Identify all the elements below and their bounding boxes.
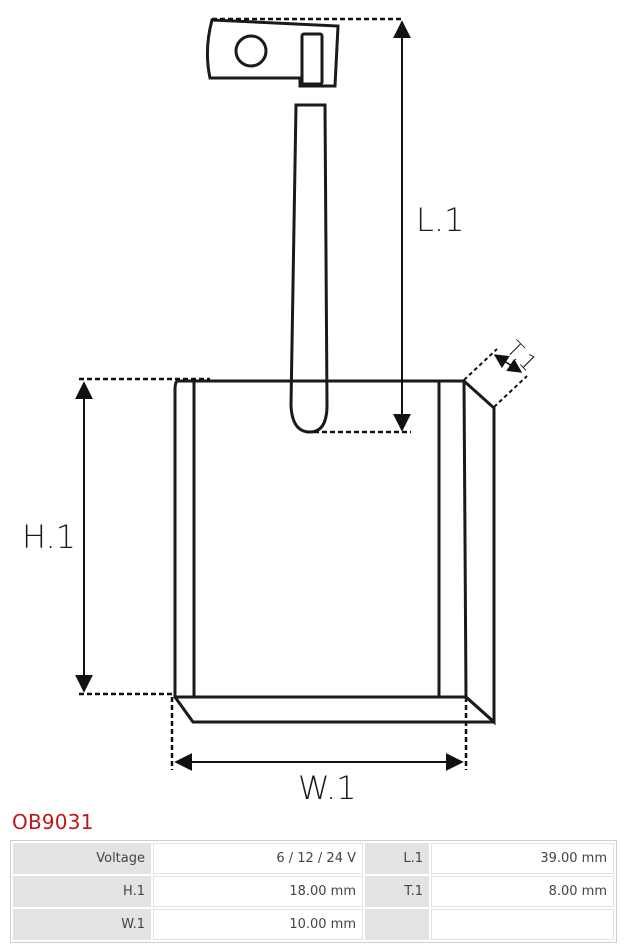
spec-value: 10.00 mm (153, 909, 363, 940)
spec-key: T.1 (365, 876, 429, 907)
dim-label-h1: H.1 (22, 518, 76, 556)
terminal-lug (205, 18, 340, 88)
spec-value: 39.00 mm (431, 843, 614, 874)
carbon-brush-diagram: L.1 H.1 W.1 T.1 (22, 17, 541, 807)
table-row: H.1 18.00 mm T.1 8.00 mm (13, 876, 614, 907)
lead-wire (289, 103, 329, 434)
spec-value: 6 / 12 / 24 V (153, 843, 363, 874)
dim-label-w1: W.1 (298, 769, 357, 807)
spec-value (431, 909, 614, 940)
dimension-lines (75, 17, 528, 771)
spec-value: 18.00 mm (153, 876, 363, 907)
brush-body (173, 379, 496, 726)
spec-key: W.1 (13, 909, 151, 940)
spec-key (365, 909, 429, 940)
table-row: W.1 10.00 mm (13, 909, 614, 940)
specs-table: Voltage 6 / 12 / 24 V L.1 39.00 mm H.1 1… (10, 840, 617, 943)
spec-key: Voltage (13, 843, 151, 874)
dim-label-l1: L.1 (416, 201, 464, 239)
dim-label-t1: T.1 (501, 337, 541, 377)
spec-key: L.1 (365, 843, 429, 874)
spec-value: 8.00 mm (431, 876, 614, 907)
spec-key: H.1 (13, 876, 151, 907)
product-code: OB9031 (12, 810, 94, 834)
table-row: Voltage 6 / 12 / 24 V L.1 39.00 mm (13, 843, 614, 874)
